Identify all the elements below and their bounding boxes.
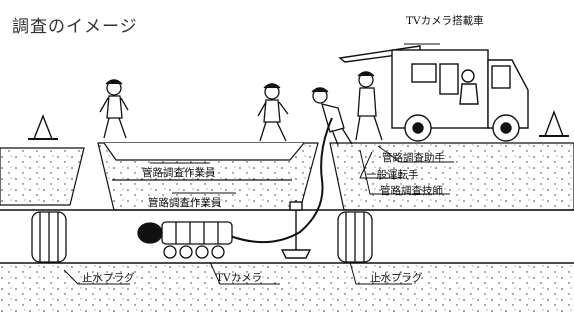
cone-left	[28, 114, 58, 140]
soil-lower	[0, 263, 574, 313]
tv-camera-truck-icon	[338, 45, 529, 142]
guide-pulley-icon	[280, 200, 312, 259]
cone-right	[539, 110, 569, 137]
worker-middle-icon	[257, 83, 289, 142]
label-plug-right: 止水プラグ	[370, 271, 423, 284]
worker-left-icon	[99, 79, 129, 139]
label-engineer: 管路調査技師	[380, 184, 443, 197]
label-worker-lower: 管路調査作業員	[148, 196, 222, 209]
leader-lines	[63, 43, 454, 285]
label-plug-left: 止水プラグ	[82, 271, 135, 284]
diagram-title: 調査のイメージ	[12, 17, 138, 37]
label-camera: TVカメラ	[216, 272, 262, 284]
label-assistant: 管路調査助手	[382, 151, 445, 164]
label-truck: TVカメラ搭載車	[406, 14, 484, 27]
tv-camera-robot-icon	[137, 221, 233, 259]
camera-cable	[229, 117, 333, 244]
label-worker-upper: 管路調査作業員	[142, 166, 216, 179]
plug-left-icon	[31, 211, 67, 263]
plug-right-icon	[337, 211, 373, 263]
label-driver: 一般運転手	[366, 168, 419, 181]
worker-cable-icon	[311, 87, 353, 146]
excavation	[103, 142, 305, 181]
worker-assistant-icon	[355, 71, 383, 141]
